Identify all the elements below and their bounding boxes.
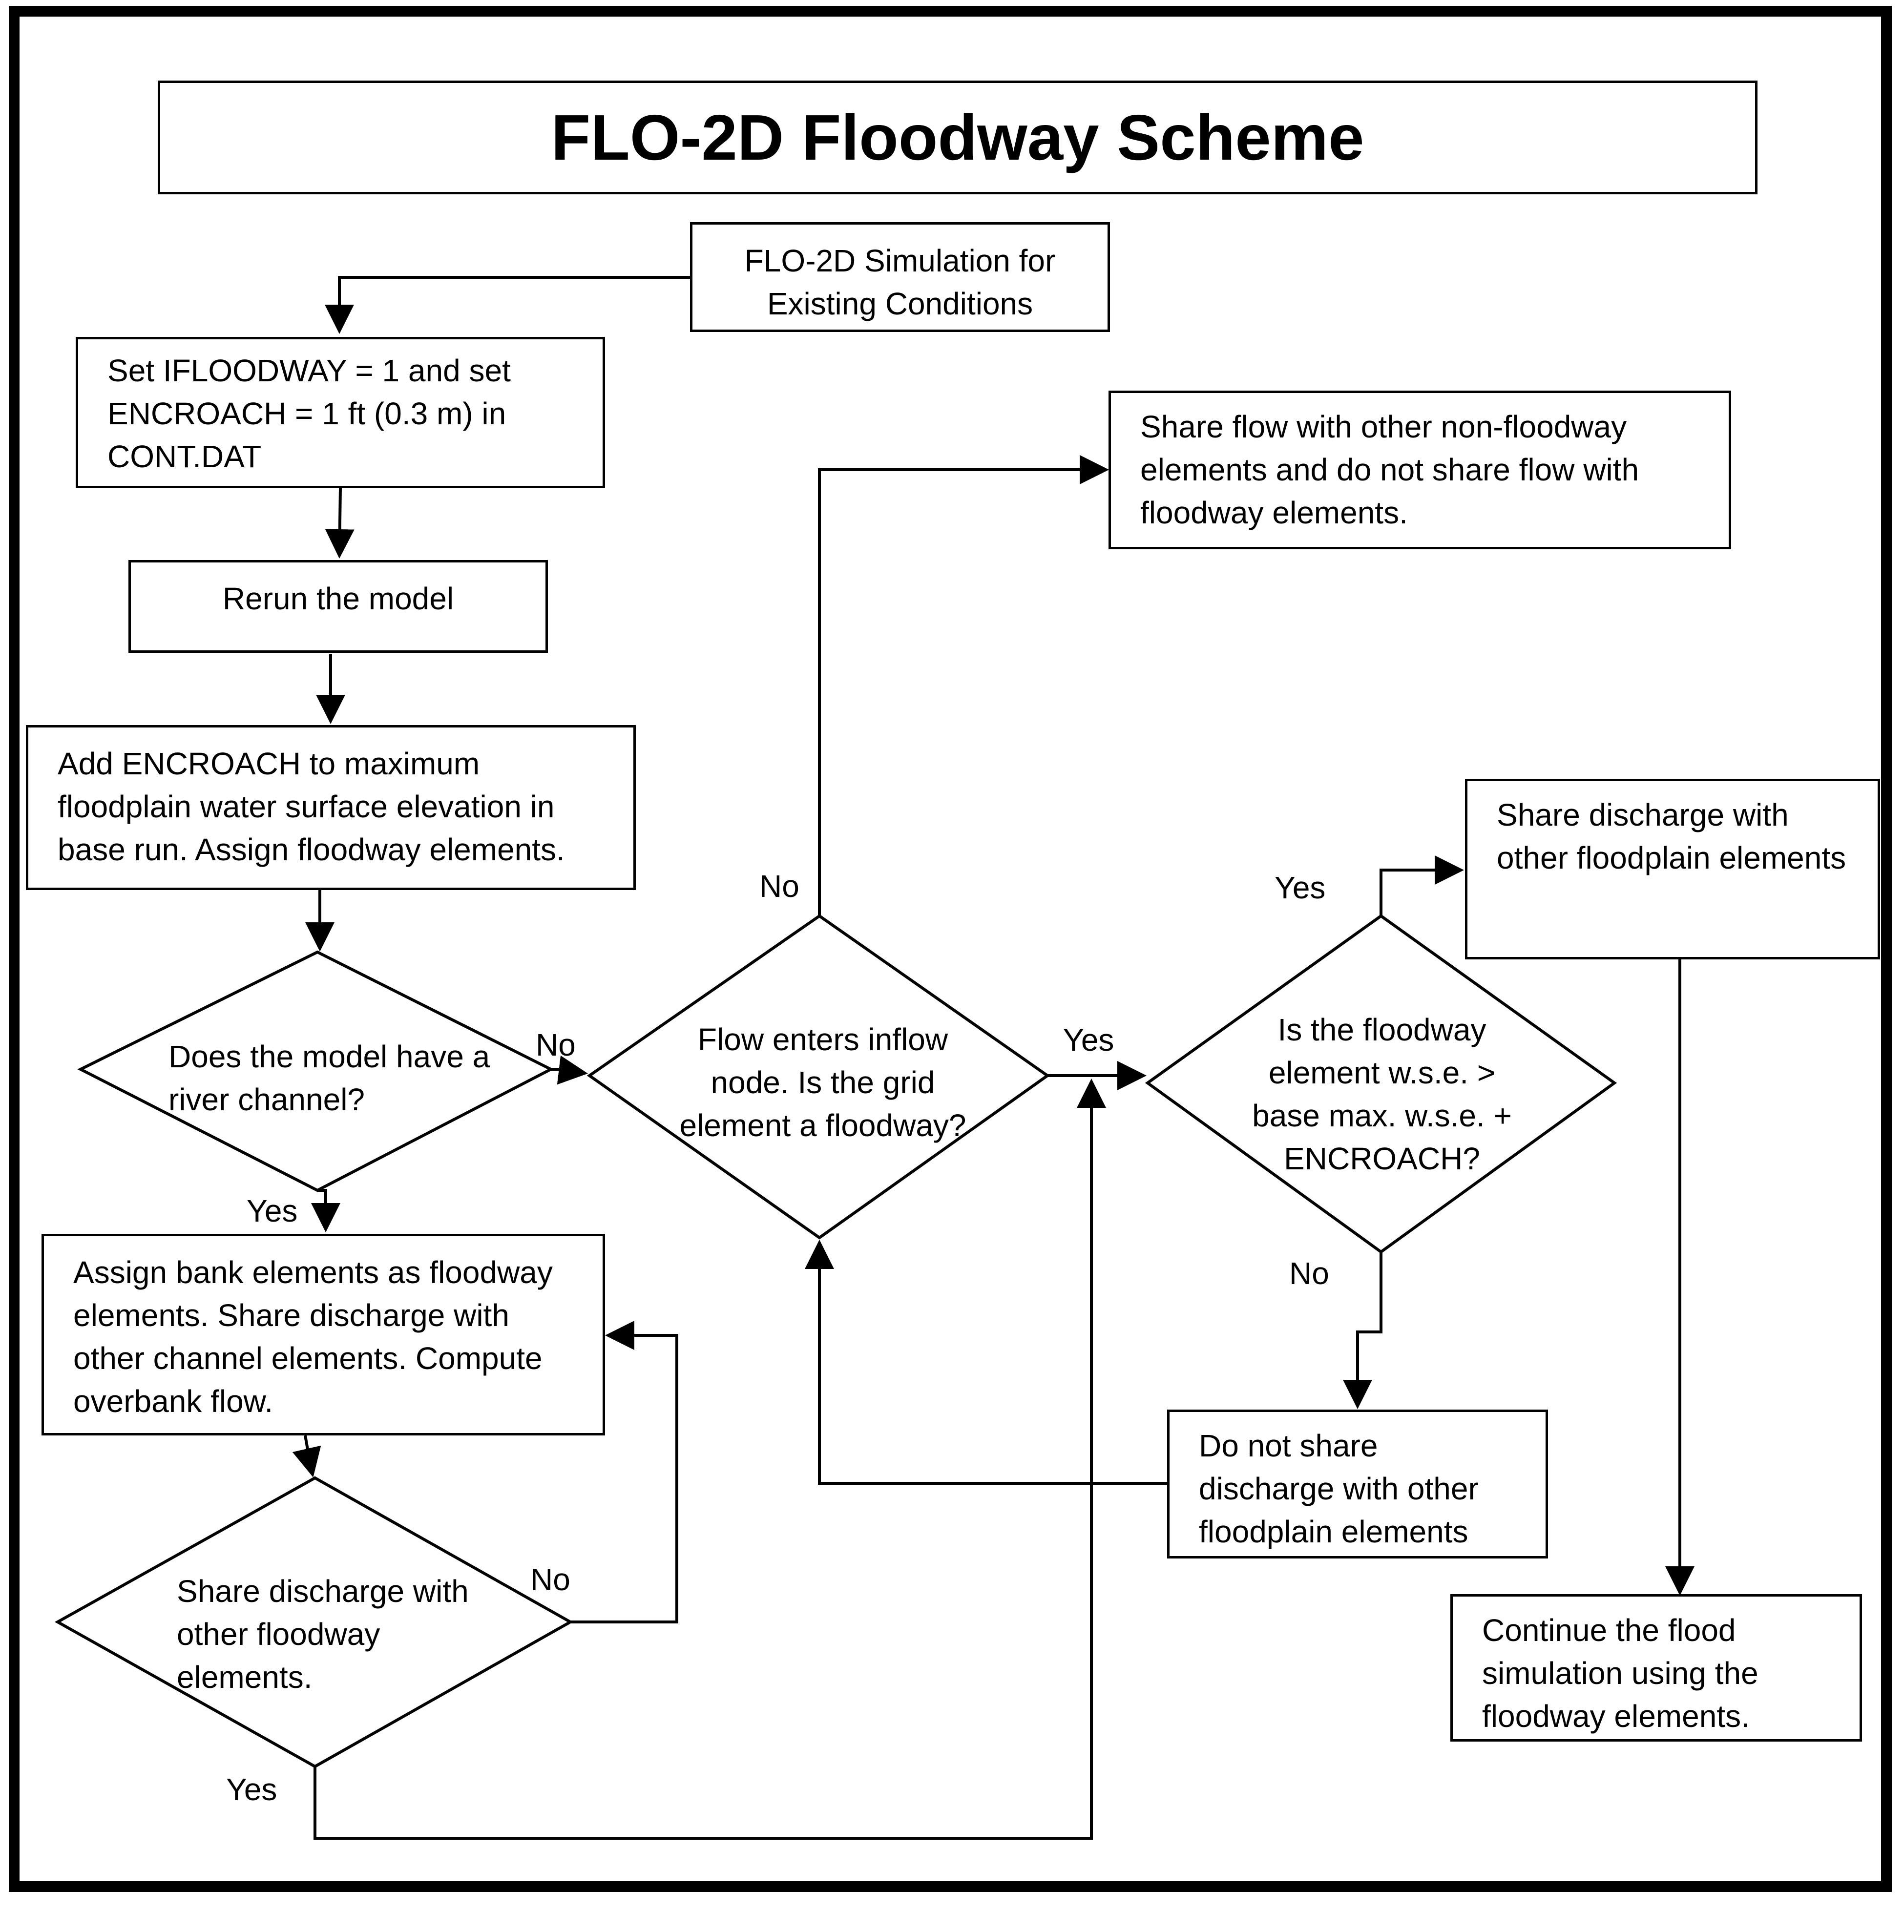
edge-share-no [570,1321,678,1623]
river-yes-label: Yes [247,1193,298,1228]
continue-text: Continue the flood simulation using the … [1482,1613,1758,1734]
set-ifloodway-text: Set IFLOODWAY = 1 and set ENCROACH = 1 f… [107,353,511,474]
do-not-share-box: Do not share discharge with other floodp… [1167,1410,1548,1558]
inflow-diamond [586,914,1050,1240]
share-nonfloodway-box: Share flow with other non-floodway eleme… [1109,391,1731,549]
edge-donotshare-back [805,1240,1167,1485]
edge-wse-yes [1380,855,1464,916]
wse-no-label: No [1289,1256,1329,1291]
assign-bank-box: Assign bank elements as floodway element… [42,1234,605,1435]
share-no-label: No [530,1562,570,1597]
add-encroach-text: Add ENCROACH to maximum floodplain water… [58,746,565,867]
share-nonfloodway-text: Share flow with other non-floodway eleme… [1140,409,1639,530]
add-encroach-box: Add ENCROACH to maximum floodplain water… [26,725,636,890]
rerun-text: Rerun the model [222,581,454,616]
river-channel-text: Does the model have a river channel? [168,1039,490,1117]
edge-sim-to-set [325,276,690,334]
outer-border [9,6,1892,1892]
rerun-box: Rerun the model [128,560,548,653]
edge-wse-no [1343,1252,1382,1409]
simulation-text: FLO-2D Simulation for Existing Condition… [744,243,1056,321]
edge-set-to-rerun [325,488,355,559]
simulation-box: FLO-2D Simulation for Existing Condition… [690,222,1110,332]
do-not-share-text: Do not share discharge with other floodp… [1199,1428,1479,1549]
share-floodplain-box: Share discharge with other floodplain el… [1465,779,1880,959]
inflow-yes-label: Yes [1063,1022,1114,1058]
assign-bank-text: Assign bank elements as floodway element… [73,1255,553,1419]
river-no-label: No [536,1027,576,1062]
share-floodway-text: Share discharge with other floodway elem… [177,1574,469,1695]
edge-assign-to-share [292,1435,321,1477]
edge-share-yes [314,1079,1106,1840]
wse-text: Is the floodway element w.s.e. > base ma… [1252,1012,1512,1176]
continue-box: Continue the flood simulation using the … [1450,1594,1862,1742]
edge-river-no [551,1055,588,1085]
wse-yes-label: Yes [1275,870,1326,905]
share-floodplain-text: Share discharge with other floodplain el… [1497,797,1846,875]
inflow-no-label: No [759,869,799,904]
edge-inflow-no [818,455,1109,916]
set-ifloodway-box: Set IFLOODWAY = 1 and set ENCROACH = 1 f… [76,337,605,488]
page-title: FLO-2D Floodway Scheme [158,81,1758,194]
edge-river-yes [311,1189,340,1232]
inflow-text: Flow enters inflow node. Is the grid ele… [679,1022,966,1143]
share-yes-label: Yes [226,1772,277,1807]
